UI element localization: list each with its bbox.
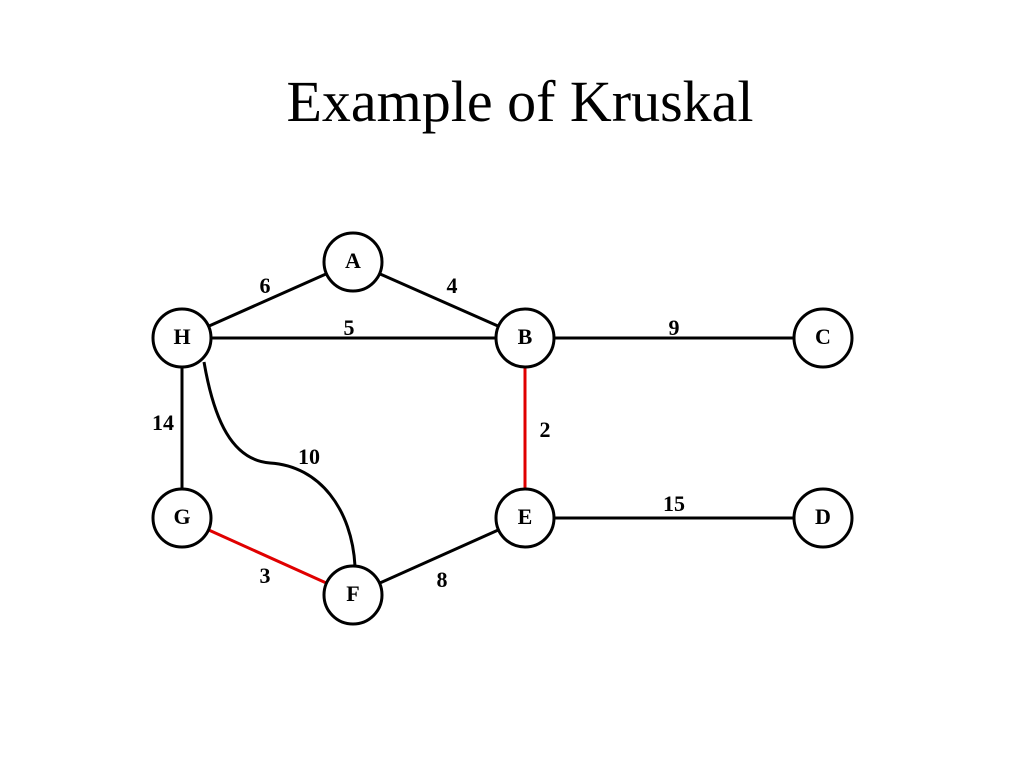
node-a: A bbox=[322, 231, 384, 293]
node-e: E bbox=[494, 487, 556, 549]
node-circle bbox=[792, 487, 854, 549]
edge-weight-h-a: 6 bbox=[260, 273, 271, 298]
edge-h-a bbox=[207, 272, 328, 328]
node-label: H bbox=[173, 324, 190, 349]
node-circle bbox=[494, 487, 556, 549]
node-label: C bbox=[815, 324, 831, 349]
node-f: F bbox=[322, 564, 384, 626]
node-h: H bbox=[151, 307, 213, 369]
node-circle bbox=[151, 307, 213, 369]
node-label: D bbox=[815, 504, 831, 529]
node-circle bbox=[494, 307, 556, 369]
edges-layer bbox=[180, 272, 794, 585]
slide-title: Example of Kruskal bbox=[286, 69, 754, 134]
node-g: G bbox=[151, 487, 213, 549]
node-label: A bbox=[345, 248, 361, 273]
node-label: B bbox=[518, 324, 533, 349]
edge-weight-g-f: 3 bbox=[260, 563, 271, 588]
node-circle bbox=[322, 231, 384, 293]
edge-weight-h-b: 5 bbox=[344, 315, 355, 340]
node-label: E bbox=[518, 504, 533, 529]
node-b: B bbox=[494, 307, 556, 369]
node-circle bbox=[792, 307, 854, 369]
edge-weight-a-b: 4 bbox=[447, 273, 458, 298]
node-label: G bbox=[173, 504, 190, 529]
nodes-layer: A B C D E F G H bbox=[151, 231, 854, 626]
edge-weight-e-d: 15 bbox=[663, 491, 685, 516]
edge-weight-h-f: 10 bbox=[298, 444, 320, 469]
edge-h-f bbox=[202, 361, 357, 567]
node-circle bbox=[151, 487, 213, 549]
edge-weight-b-c: 9 bbox=[669, 315, 680, 340]
edge-g-f bbox=[207, 528, 328, 585]
node-label: F bbox=[346, 581, 359, 606]
edge-f-e bbox=[378, 528, 500, 585]
node-d: D bbox=[792, 487, 854, 549]
edge-weight-b-e: 2 bbox=[540, 417, 551, 442]
node-circle bbox=[322, 564, 384, 626]
edge-weight-h-g: 14 bbox=[152, 410, 174, 435]
weights-layer: 6 4 5 9 14 10 2 3 8 15 bbox=[152, 273, 685, 592]
node-c: C bbox=[792, 307, 854, 369]
edge-weight-f-e: 8 bbox=[437, 567, 448, 592]
edge-a-b bbox=[378, 272, 500, 328]
